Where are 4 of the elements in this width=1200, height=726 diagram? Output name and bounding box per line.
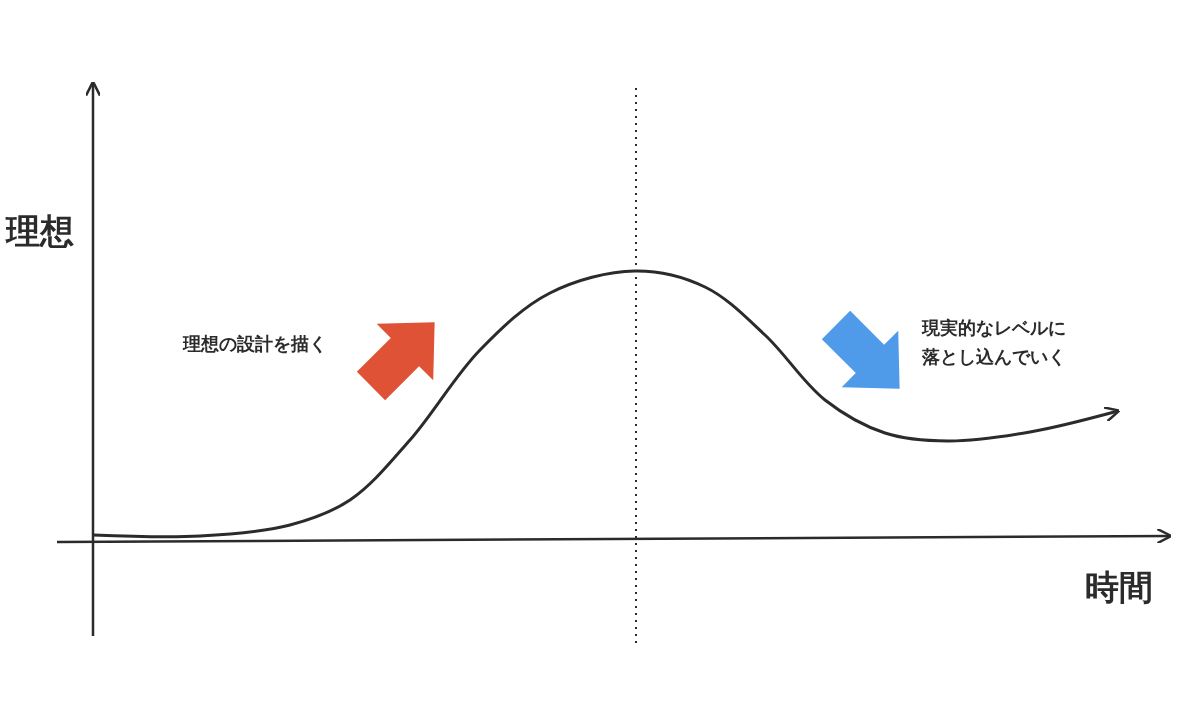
annotation-text: 現実的なレベルに落とし込んでいく (922, 316, 1067, 369)
axis-label: 時間 (1085, 566, 1154, 609)
axis-label: 理想 (6, 210, 75, 253)
annotation-text: 理想の設計を描く (183, 332, 328, 356)
